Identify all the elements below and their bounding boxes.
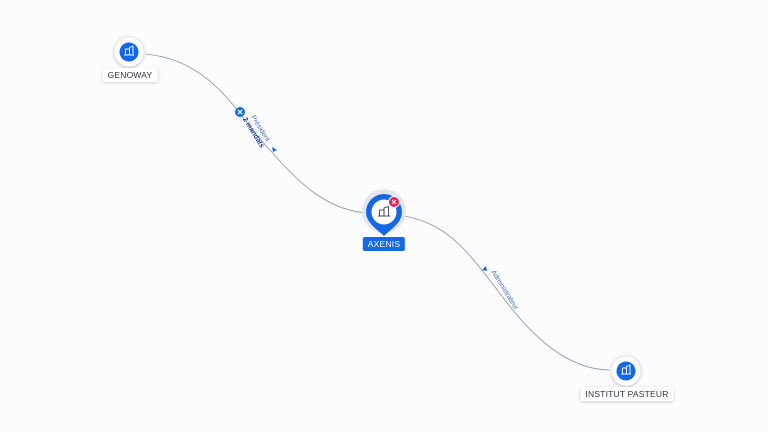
node-institut-pasteur[interactable] (609, 354, 643, 388)
mandate-badge-icon[interactable] (235, 107, 245, 117)
node-label-axenis[interactable]: AXENIS (362, 237, 406, 251)
edge-genoway-axenis[interactable] (144, 53, 371, 214)
node-axenis[interactable] (362, 189, 406, 236)
building-icon (621, 364, 631, 375)
edge-axenis-institut-pasteur[interactable] (397, 214, 611, 371)
node-genoway[interactable] (112, 35, 146, 69)
node-label-institut-pasteur[interactable]: INSTITUT PASTEUR (580, 387, 674, 401)
remove-node-button[interactable] (388, 196, 400, 208)
building-icon (378, 205, 390, 217)
close-icon (391, 199, 397, 205)
edge-label-role: Administrateur (489, 269, 519, 312)
edge-arrow-icon (272, 147, 277, 152)
node-label-genoway[interactable]: GENOWAY (102, 68, 158, 82)
edge-arrow-icon (482, 266, 487, 271)
building-icon (124, 45, 134, 56)
